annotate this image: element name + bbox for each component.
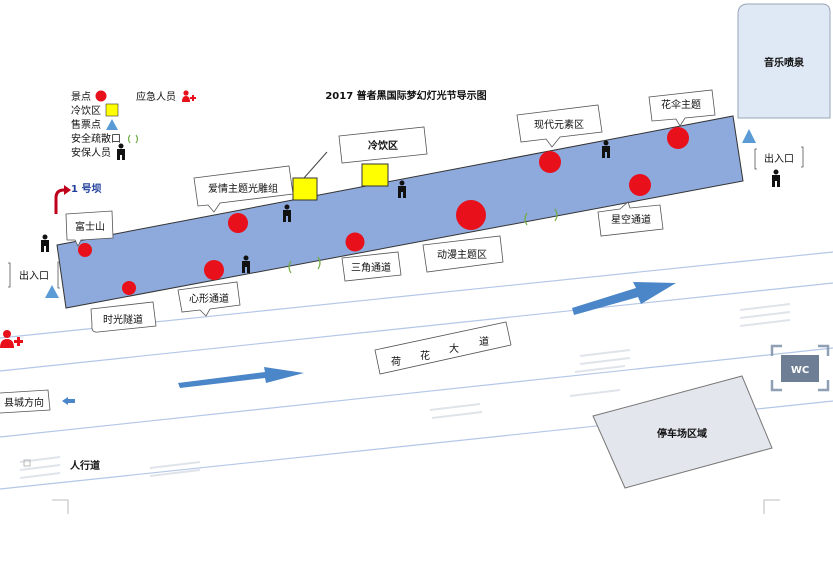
spot-love [228,213,248,233]
drink-box-2 [361,163,389,187]
callout-umbrella-box [648,89,716,127]
road-char-1: 荷 [391,356,401,368]
direction-arrow [572,282,676,315]
legend-spot-icon [95,90,107,102]
security-icon [772,169,780,187]
security-icon [283,204,291,222]
callout-anime: 动漫主题区 [437,249,487,261]
legend-security-icon [117,143,125,160]
road-name-box: 荷 花 大 道 [374,321,512,375]
security-icon [242,255,250,273]
callout-starry: 星空通道 [611,213,651,226]
legend-exit-icon [127,134,139,144]
legend-drink-label: 冷饮区 [71,104,101,117]
exit-icons [288,208,558,274]
spot-starry [629,174,651,196]
callout-love: 爱情主题光雕组 [208,182,278,195]
legend-medical-label: 应急人员 [136,90,176,103]
drink-box-1 [292,177,318,201]
parking-label: 停车场区域 [657,427,707,440]
direction-arrow [178,367,304,388]
callout-drink: 冷饮区 [368,139,398,152]
security-icons [41,140,780,273]
callouts: 富士山 出入口 时光隧道 心形通道 爱情主题光雕组 冷饮区 三角通道 动漫主题区… [8,89,804,333]
lane-marks [19,303,791,479]
callout-love-box [193,165,294,213]
road-char-3: 大 [449,342,459,355]
sidewalk-label: 人行道 [70,459,100,472]
dam-marker: 1 号坝 [54,182,101,214]
callout-heart: 心形通道 [189,292,229,305]
map-title: 2017 普者黑国际梦幻灯光节导示图 [325,89,486,102]
road-char-2: 花 [420,349,430,362]
legend-ticket-icon [106,119,118,130]
wc-label: WC [791,365,809,376]
wc-marker: WC [770,344,830,392]
spots [78,127,689,295]
ticket-icon-left [45,285,59,298]
callout-tunnel: 时光隧道 [103,313,143,326]
county-label: 县城方向 [4,396,44,409]
security-icon [41,234,49,252]
security-icon [398,180,406,198]
venue-area [56,115,744,309]
legend-exit-label: 安全疏散口 [71,132,121,145]
spot-umbrella [667,127,689,149]
spot-triangle [345,232,365,252]
callout-starry-box [597,201,664,237]
callout-tunnel-box [90,301,157,333]
medical-icon [0,330,23,348]
legend-security-label: 安保人员 [71,146,111,159]
dam-label: 1 号坝 [71,182,101,195]
callout-heart-box [177,281,241,317]
callout-entrance-left: 出入口 [19,269,49,282]
spot-anime [456,200,486,230]
crop-marks [52,499,780,514]
county-direction: 县城方向 [0,389,75,414]
sidewalk-mark [23,459,31,467]
legend-drink-icon [105,103,119,117]
spot-modern [539,151,561,173]
callout-fujishan-box [65,210,114,247]
callout-fujishan: 富士山 [75,220,105,233]
spot-heart [204,260,224,280]
legend: 景点 冷饮区 售票点 安全疏散口 安保人员 应急人员 [71,90,196,160]
spot-fujishan [78,243,92,257]
ticket-icon-right [742,129,756,143]
legend-medical-icon [182,90,196,102]
county-arrow-icon [62,397,75,405]
legend-spot-label: 景点 [71,91,91,103]
music-fountain-building [737,3,831,119]
callout-triangle-box [341,251,402,282]
drink-leader [303,151,328,179]
security-icon [602,140,610,158]
parking-area [592,375,773,489]
callout-anime-box [422,235,504,273]
callout-triangle: 三角通道 [351,261,391,274]
callout-entrance-right: 出入口 [764,152,794,165]
spot-tunnel [122,281,136,295]
callout-umbrella: 花伞主题 [661,98,701,111]
callout-modern: 现代元素区 [534,118,584,131]
legend-ticket-label: 售票点 [71,118,101,131]
fountain-label: 音乐喷泉 [764,56,805,69]
callout-modern-box [516,104,603,148]
road-char-4: 道 [479,335,489,348]
callout-drink-box [338,126,428,164]
